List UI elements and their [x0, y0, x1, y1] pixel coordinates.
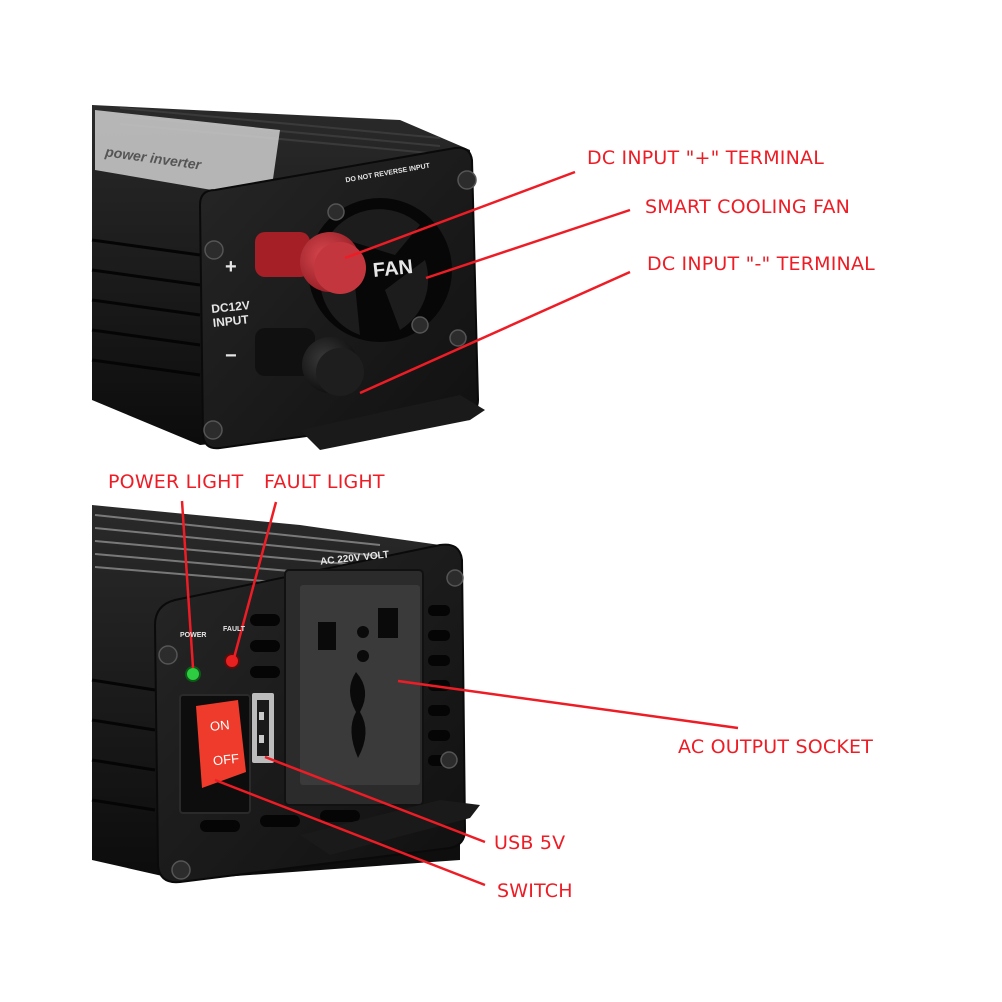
bottom-inverter — [91, 505, 480, 884]
dc-minus-terminal — [255, 328, 364, 396]
callout-lines — [180, 170, 739, 887]
fan-marking: FAN — [371, 255, 414, 283]
rocker-switch — [179, 694, 251, 814]
switch-on-marking: ON — [209, 717, 231, 734]
fault-marking: FAULT — [223, 626, 246, 633]
top-inverter — [91, 105, 485, 450]
callout-ac-output-socket: AC OUTPUT SOCKET — [678, 736, 873, 758]
callout-dc-minus-terminal: DC INPUT "-" TERMINAL — [647, 253, 875, 275]
callout-fault-light: FAULT LIGHT — [264, 471, 385, 493]
dc-input-marking: DC12V INPUT — [210, 298, 251, 330]
plus-marking: + — [225, 256, 237, 278]
switch-off-marking: OFF — [212, 750, 240, 769]
callout-smart-cooling-fan: SMART COOLING FAN — [645, 196, 851, 218]
usb-port — [252, 693, 274, 763]
power-marking: POWER — [180, 632, 207, 639]
callout-power-light: POWER LIGHT — [108, 471, 244, 493]
callout-usb-5v: USB 5V — [494, 832, 566, 854]
minus-marking: − — [225, 345, 237, 367]
callout-switch: SWITCH — [497, 880, 573, 902]
ac-socket — [284, 569, 424, 806]
callout-dc-plus-terminal: DC INPUT "+" TERMINAL — [587, 147, 825, 169]
